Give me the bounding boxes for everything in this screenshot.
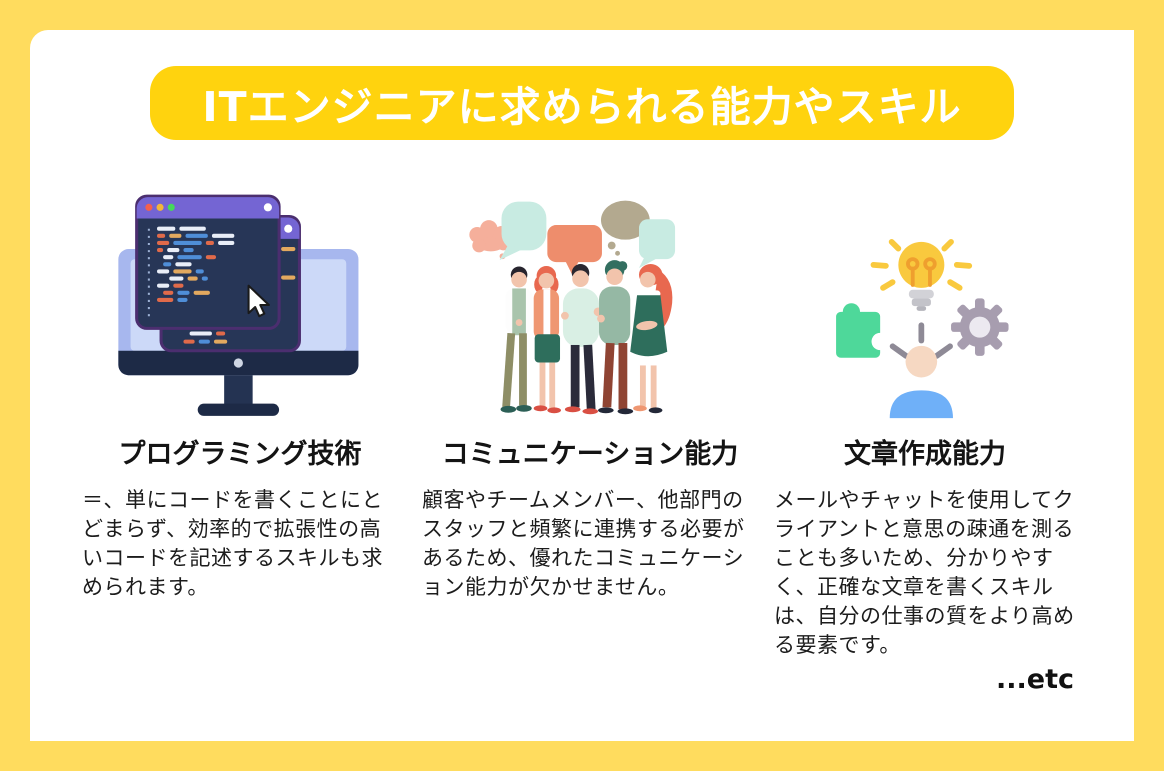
content-card: ITエンジニアに求められる能力やスキル <box>30 30 1134 741</box>
person-3 <box>560 264 603 415</box>
person-5 <box>629 264 673 414</box>
cursor-arrow-icon <box>247 284 270 318</box>
gear-icon <box>950 298 1009 356</box>
column-heading-programming: プログラミング技術 <box>118 439 362 470</box>
column-communication: コミュニケーション能力 顧客やチームメンバー、他部門のスタッフと頻繁に連携する必… <box>422 188 758 602</box>
speech-bubbles <box>469 200 675 274</box>
light-rays <box>870 238 972 291</box>
page-title: ITエンジニアに求められる能力やスキル <box>202 83 962 131</box>
column-heading-communication: コミュニケーション能力 <box>441 439 739 470</box>
people-discussion-icon <box>469 200 675 415</box>
monitor-code-icon <box>117 194 359 416</box>
idea-lightbulb-gear-puzzle-illustration <box>774 188 1076 422</box>
column-programming: プログラミング技術 ＝、単にコードを書くことにとどまらず、効率的で拡張性の高いコ… <box>82 188 398 602</box>
column-body-communication: 顧客やチームメンバー、他部門のスタッフと頻繁に連携する必要があるため、優れたコミ… <box>422 488 745 599</box>
person-1 <box>500 266 533 413</box>
code-editor-monitor-illustration <box>82 188 398 422</box>
column-writing: 文章作成能力 メールやチャットを使用してクライアントと意思の疎通を測ることも多い… <box>774 188 1076 695</box>
person-4 <box>596 260 633 415</box>
etc-label: ...etc <box>996 664 1074 695</box>
person-2 <box>533 266 561 414</box>
skills-idea-icon <box>835 238 1009 419</box>
person-icon <box>889 345 953 419</box>
column-body-programming: ＝、単にコードを書くことにとどまらず、効率的で拡張性の高いコードを記述するスキル… <box>82 488 383 599</box>
team-talking-illustration <box>422 188 758 422</box>
column-body-writing: メールやチャットを使用してクライアントと意思の疎通を測ることも多いため、分かりや… <box>774 488 1075 657</box>
title-banner: ITエンジニアに求められる能力やスキル <box>150 66 1014 140</box>
puzzle-piece-icon <box>835 303 889 358</box>
column-heading-writing: 文章作成能力 <box>844 439 1006 470</box>
thought-dashes <box>889 322 953 359</box>
lightbulb-icon <box>898 241 945 311</box>
